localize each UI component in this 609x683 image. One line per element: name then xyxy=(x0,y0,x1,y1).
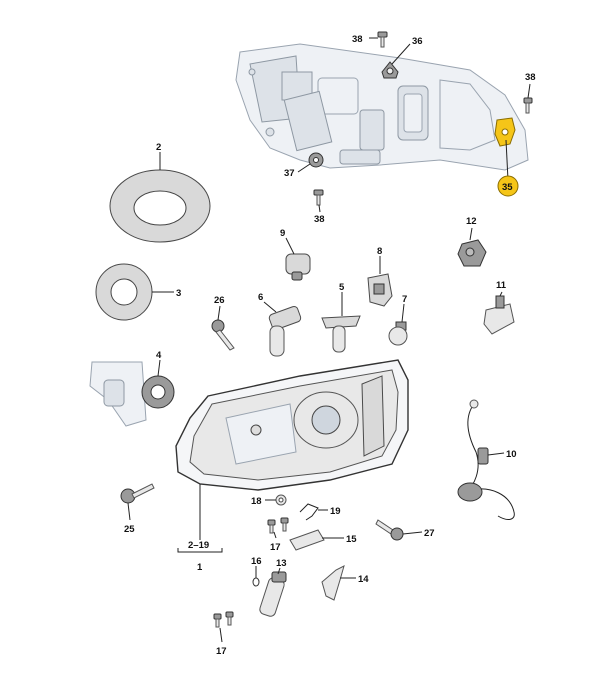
callout-38-bottom: 38 xyxy=(314,214,325,225)
callout-37: 37 xyxy=(284,168,295,179)
part-9-socket[interactable] xyxy=(285,253,311,281)
part-17-screws-upper[interactable] xyxy=(267,517,289,534)
part-16-oring[interactable] xyxy=(252,577,260,587)
callout-16: 16 xyxy=(251,556,262,567)
part-14-bracket[interactable] xyxy=(321,565,345,601)
part-4-bracket-ghost xyxy=(89,361,147,427)
callout-26: 26 xyxy=(214,295,225,306)
part-7-bulb[interactable] xyxy=(388,321,408,346)
callout-7: 7 xyxy=(402,294,407,305)
callout-35-highlight[interactable]: 35 xyxy=(497,175,519,197)
part-38-screw-bottom[interactable] xyxy=(313,189,324,206)
callout-15: 15 xyxy=(346,534,357,545)
callout-8: 8 xyxy=(377,246,382,257)
callout-38-top: 38 xyxy=(352,34,363,45)
callout-2-19: 2–19 xyxy=(188,540,209,551)
callout-17-upper: 17 xyxy=(270,542,281,553)
part-10-wiring[interactable] xyxy=(457,399,515,520)
callout-12: 12 xyxy=(466,216,477,227)
callout-14: 14 xyxy=(358,574,369,585)
part-15[interactable] xyxy=(289,529,325,551)
part-38-screw-right[interactable] xyxy=(523,97,533,114)
part-13-actuator[interactable] xyxy=(259,571,287,618)
callout-38-right: 38 xyxy=(525,72,536,83)
part-27-screw[interactable] xyxy=(375,519,404,541)
part-37[interactable] xyxy=(308,152,324,168)
headlamp-housing-rear xyxy=(235,43,529,171)
callout-18: 18 xyxy=(251,496,262,507)
part-11[interactable] xyxy=(483,295,515,335)
part-25-screw[interactable] xyxy=(120,483,155,504)
callout-2: 2 xyxy=(156,142,161,153)
part-35[interactable] xyxy=(494,117,516,147)
callout-35: 35 xyxy=(502,182,513,193)
part-5-bulb[interactable] xyxy=(321,315,361,353)
callout-10: 10 xyxy=(506,449,517,460)
callout-labels: 38 36 38 35 37 38 2 12 9 8 3 26 6 5 7 11… xyxy=(124,34,536,657)
part-8-holder[interactable] xyxy=(367,273,393,307)
callout-6: 6 xyxy=(258,292,263,303)
callout-13: 13 xyxy=(276,558,287,569)
callout-36: 36 xyxy=(412,36,423,47)
callout-5: 5 xyxy=(339,282,345,293)
part-17-screws-lower[interactable] xyxy=(213,611,234,628)
part-36[interactable] xyxy=(381,61,399,79)
part-12[interactable] xyxy=(457,239,487,267)
headlamp-main[interactable] xyxy=(175,359,409,491)
part-3-ring[interactable] xyxy=(95,263,153,321)
part-6-bulb[interactable] xyxy=(268,305,302,357)
callout-1: 1 xyxy=(197,562,203,573)
part-38-screw-top[interactable] xyxy=(377,31,388,48)
callout-19: 19 xyxy=(330,506,341,517)
part-18-washer[interactable] xyxy=(275,494,287,506)
callout-27: 27 xyxy=(424,528,435,539)
part-19-clip[interactable] xyxy=(299,503,319,521)
callout-25: 25 xyxy=(124,524,135,535)
leader-lines xyxy=(127,37,531,643)
part-2-ring[interactable] xyxy=(109,169,211,243)
callout-17-lower: 17 xyxy=(216,646,227,657)
callout-3: 3 xyxy=(176,288,181,299)
part-4-grommet[interactable] xyxy=(141,375,175,409)
callout-11: 11 xyxy=(496,280,507,291)
callout-4: 4 xyxy=(156,350,162,361)
part-26-screw[interactable] xyxy=(211,319,235,351)
callout-9: 9 xyxy=(280,228,285,239)
